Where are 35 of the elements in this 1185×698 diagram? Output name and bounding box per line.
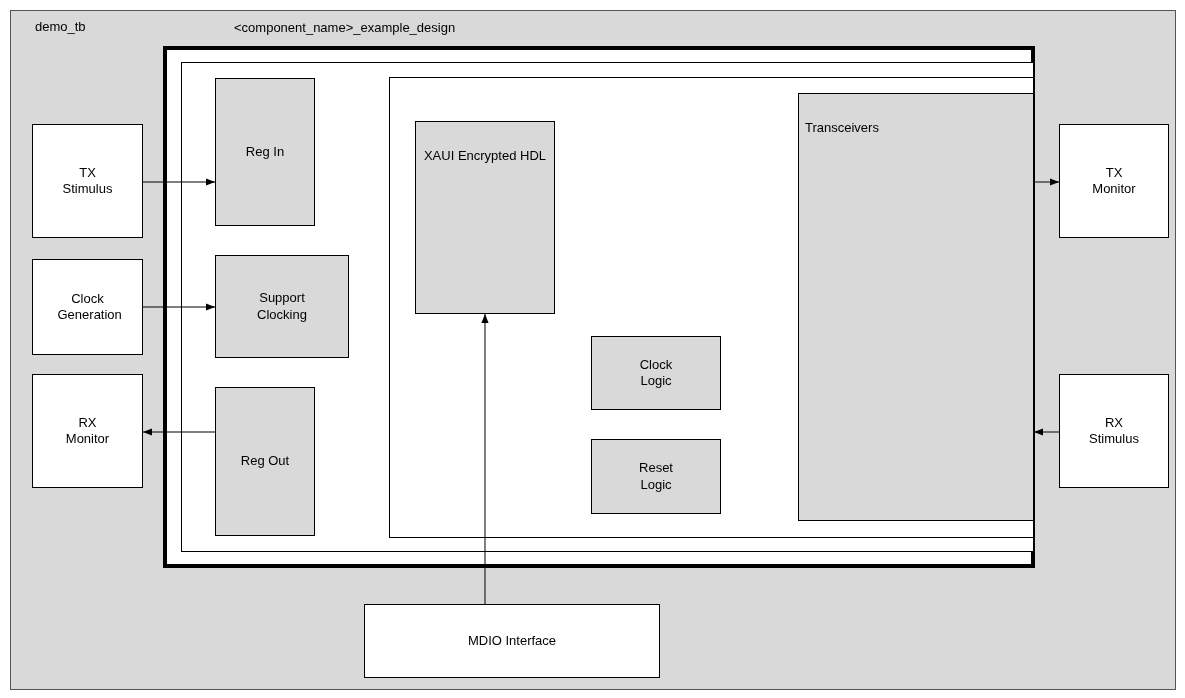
arrow [1033,178,1060,186]
container-label: demo_tb [35,19,86,36]
block [1059,374,1169,488]
block-label: Reg Out [240,453,290,470]
testbench-box [10,10,1176,690]
block-label: TX Monitor [1091,164,1137,198]
block [32,124,143,238]
block [215,78,315,226]
arrow [142,303,216,311]
block-label: Clock Logic [638,356,674,390]
block [32,259,143,355]
block [364,604,660,678]
block-label: Reset Logic [638,460,674,493]
arrow [1033,428,1060,436]
block-label: Reg In [245,143,285,161]
block-label: RX Stimulus [1088,414,1140,448]
block-label: Transceivers [805,120,879,137]
block [215,255,349,358]
arrow [142,178,216,186]
block-label: RX Monitor [64,414,111,448]
block [591,439,721,514]
core-block [415,121,555,314]
arrow [481,313,489,605]
block-label: MDIO Interface [467,632,557,650]
block-label: Support Clocking [256,290,308,323]
core-box [389,77,1034,538]
arrow [142,428,216,436]
block [591,336,721,410]
block-label: TX Stimulus [61,164,114,198]
block-label: XAUI Encrypted HDL [422,148,548,165]
transceivers-block [798,93,1034,521]
container-label: <component_name>_example_design [234,20,456,37]
block [32,374,143,488]
block [1059,124,1169,238]
block [215,387,315,536]
